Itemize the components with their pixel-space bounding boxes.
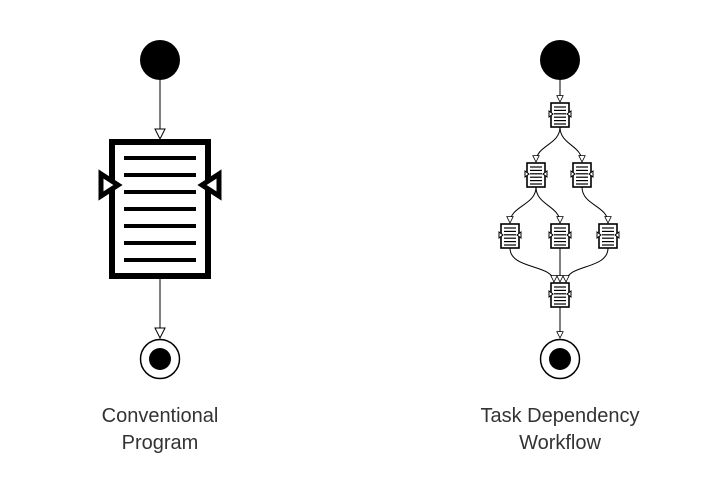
workflow-diagram (498, 40, 620, 380)
edge-task-to-task (535, 186, 560, 223)
caption-line: Workflow (519, 432, 601, 454)
task-document-icon (524, 162, 548, 188)
conventional-diagram (98, 40, 222, 380)
edge-task-to-task (581, 186, 608, 223)
workflow-tasks (498, 102, 620, 308)
task-document-icon (570, 162, 594, 188)
caption-line: Program (121, 432, 199, 454)
task-document-icon (498, 223, 522, 249)
output-port-icon (197, 169, 222, 201)
edge-task-to-task (536, 126, 561, 162)
caption-line: Task Dependency (480, 405, 640, 427)
edge-task-to-join (566, 247, 609, 282)
task-document-icon (596, 223, 620, 249)
start-node-icon (140, 40, 180, 80)
task-document-icon (548, 102, 572, 128)
edge-task-to-task (559, 126, 582, 162)
start-node-icon (540, 40, 580, 80)
end-node-icon (139, 338, 181, 380)
task-document-icon (548, 223, 572, 249)
input-port-icon (98, 169, 123, 201)
workflow-edges (510, 80, 608, 338)
program-document-icon (98, 139, 222, 279)
end-node-icon (539, 338, 581, 380)
caption-task-dependency-workflow: Task Dependency Workflow (440, 403, 680, 457)
task-document-icon (548, 282, 572, 308)
caption-conventional-program: Conventional Program (40, 403, 280, 457)
edge-task-to-task (510, 186, 537, 223)
edge-task-to-join (509, 247, 554, 282)
caption-line: Conventional (101, 405, 219, 427)
